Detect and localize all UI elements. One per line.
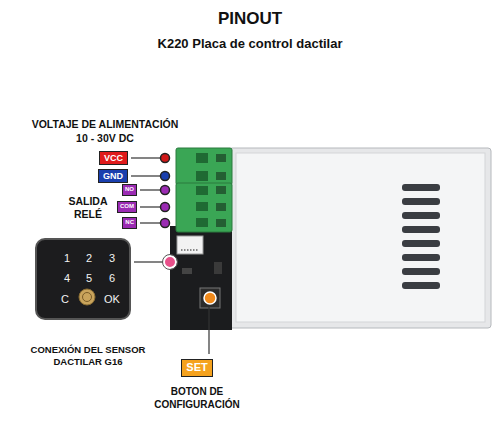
keypad-sensor: 1 2 3 4 5 6C OK	[35, 238, 131, 320]
leader-line	[134, 261, 164, 262]
fingerprint-sensor	[79, 289, 95, 305]
pin-name: SET	[186, 361, 207, 374]
leader-line	[208, 306, 209, 354]
housing	[229, 148, 491, 328]
screw	[196, 153, 208, 163]
key-label: 3	[109, 253, 115, 264]
wire-opening	[216, 186, 226, 194]
component	[182, 268, 192, 274]
connector-dot-ring	[163, 255, 178, 270]
pin-dot	[161, 154, 170, 163]
power-terminal-block	[176, 148, 232, 185]
screw	[196, 186, 208, 195]
vent-slot	[402, 226, 440, 233]
section-label: VOLTAJE DE ALIMENTACIÓN	[5, 118, 205, 131]
pin-tag: NO	[122, 184, 137, 195]
pin-tag: VCC	[99, 151, 128, 166]
key-label: 4	[64, 273, 70, 284]
pin-name: COM	[120, 203, 134, 210]
leader-line	[140, 206, 160, 207]
pin-dot	[161, 172, 170, 181]
connector-pins	[181, 249, 199, 251]
leader-line	[131, 157, 160, 158]
wire-opening	[216, 203, 226, 211]
vent-slot	[402, 212, 440, 219]
button-tag: SET	[181, 359, 212, 376]
voltage-range: 10 - 30V DC	[5, 132, 205, 145]
pin-dot	[161, 219, 170, 228]
relay-terminal-block	[176, 183, 232, 232]
subtitle: K220 Placa de control dactilar	[40, 36, 460, 52]
pin-name: VCC	[104, 153, 123, 164]
screw	[196, 218, 208, 227]
sensor-connector	[177, 236, 203, 254]
fingerprint-ridge	[83, 293, 92, 302]
pin-dot	[161, 186, 170, 195]
pin-dot	[161, 203, 170, 212]
key-label: C	[61, 294, 69, 305]
pin-tag: NC	[122, 217, 137, 228]
set-button	[204, 292, 216, 304]
vent-slot	[402, 254, 440, 261]
key-label: 6	[109, 273, 115, 284]
wire-opening	[216, 154, 226, 162]
connector-dot	[164, 256, 176, 268]
vent-slot	[402, 282, 440, 289]
vent-slot	[402, 184, 440, 191]
pin-tag: COM	[117, 201, 137, 212]
button-body	[200, 288, 220, 308]
pin-name: NC	[125, 219, 134, 226]
section-label: CONEXIÓN DEL SENSOR DACTILAR G16	[18, 344, 158, 368]
wire-opening	[216, 172, 226, 180]
key-label: 2	[86, 253, 92, 264]
key-label: OK	[104, 294, 120, 305]
pcb	[170, 226, 232, 330]
vent-slot	[402, 268, 440, 275]
leader-line	[131, 175, 160, 176]
component	[214, 262, 222, 274]
section-label: SALIDA RELÉ	[58, 195, 118, 221]
pin-name: GND	[103, 171, 123, 182]
wire-opening	[216, 219, 226, 227]
leader-line	[140, 189, 160, 190]
vent-slot	[402, 240, 440, 247]
key-label: 5	[86, 273, 92, 284]
section-label: BOTON DE CONFIGURACIÓN	[142, 386, 252, 411]
screw	[196, 171, 208, 181]
vent-slot	[402, 198, 440, 205]
pin-tag: GND	[98, 169, 128, 184]
screw	[196, 202, 208, 211]
fingerprint-icon	[78, 288, 96, 306]
housing-face	[236, 153, 485, 322]
pin-name: NO	[125, 186, 134, 193]
key-label: 1	[64, 253, 70, 264]
leader-line	[140, 222, 160, 223]
page-title: PINOUT	[0, 8, 500, 29]
